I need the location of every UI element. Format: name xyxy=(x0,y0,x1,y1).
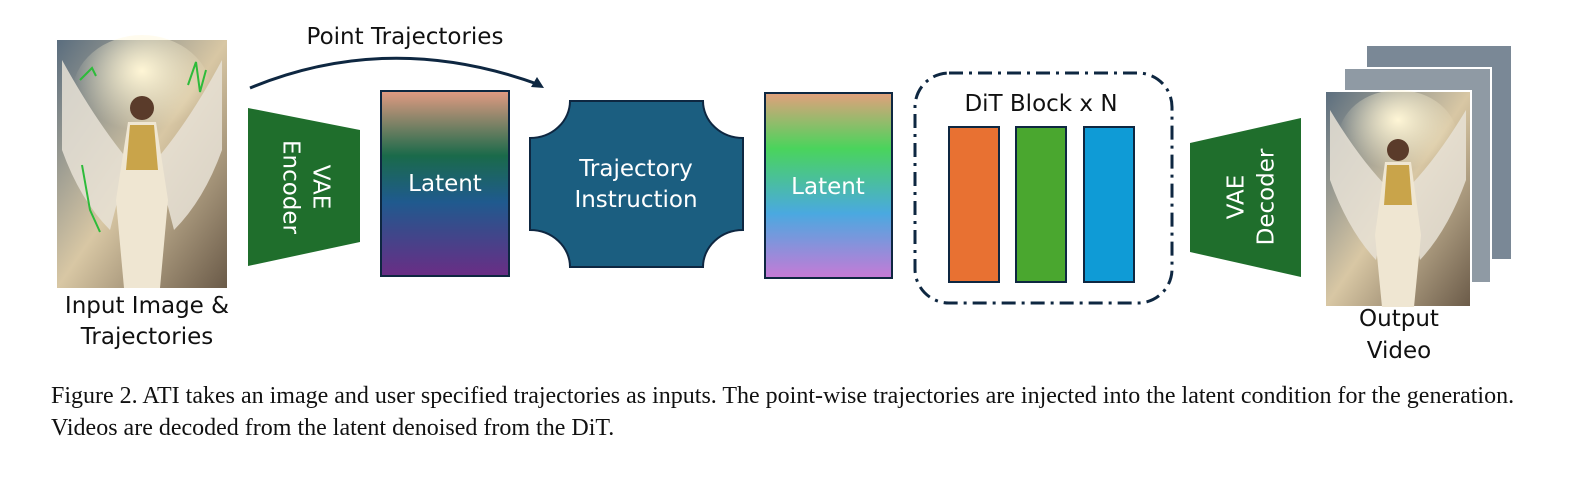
input-label-line1: Input Image & xyxy=(65,293,229,319)
vae-encoder-block xyxy=(248,108,360,266)
vae-decoder-label-line2: Decoder xyxy=(1254,148,1280,245)
arrow-head xyxy=(531,77,544,88)
trajectory-instruction-line2: Instruction xyxy=(574,187,697,213)
latent-1-label: Latent xyxy=(408,171,482,197)
output-label-line2: Video xyxy=(1367,338,1431,364)
output-video-frames xyxy=(1324,44,1513,308)
vae-decoder-label-line1: VAE xyxy=(1224,175,1250,220)
vae-decoder-block xyxy=(1190,118,1301,277)
vae-encoder-label-line2: Encoder xyxy=(278,140,304,235)
dit-container xyxy=(913,71,1174,305)
dit-bar-green xyxy=(1015,126,1067,283)
input-label-line2: Trajectories xyxy=(80,324,213,350)
trajectory-mark xyxy=(81,164,101,233)
figure-caption: Figure 2. ATI takes an image and user sp… xyxy=(51,383,1515,441)
trajectory-instruction-line1: Trajectory xyxy=(578,156,693,182)
pipeline-diagram: Point Trajectories Input Image & Traject… xyxy=(57,24,1513,364)
output-label-line1: Output xyxy=(1359,306,1439,332)
latent-2-label: Latent xyxy=(791,174,865,200)
latent-block-1 xyxy=(380,90,510,277)
latent-block-2 xyxy=(764,92,893,279)
dit-bar-orange xyxy=(948,126,1000,283)
dit-block-label: DiT Block x N xyxy=(964,91,1117,117)
vae-encoder-label-line1: VAE xyxy=(308,165,334,210)
trajectory-instruction-block xyxy=(529,100,744,268)
point-trajectories-label: Point Trajectories xyxy=(307,24,504,50)
dit-bar-blue xyxy=(1083,126,1135,283)
trajectory-mark xyxy=(79,66,97,81)
input-image xyxy=(57,35,227,288)
trajectory-mark xyxy=(187,61,207,93)
point-trajectories-arrow xyxy=(249,56,541,90)
